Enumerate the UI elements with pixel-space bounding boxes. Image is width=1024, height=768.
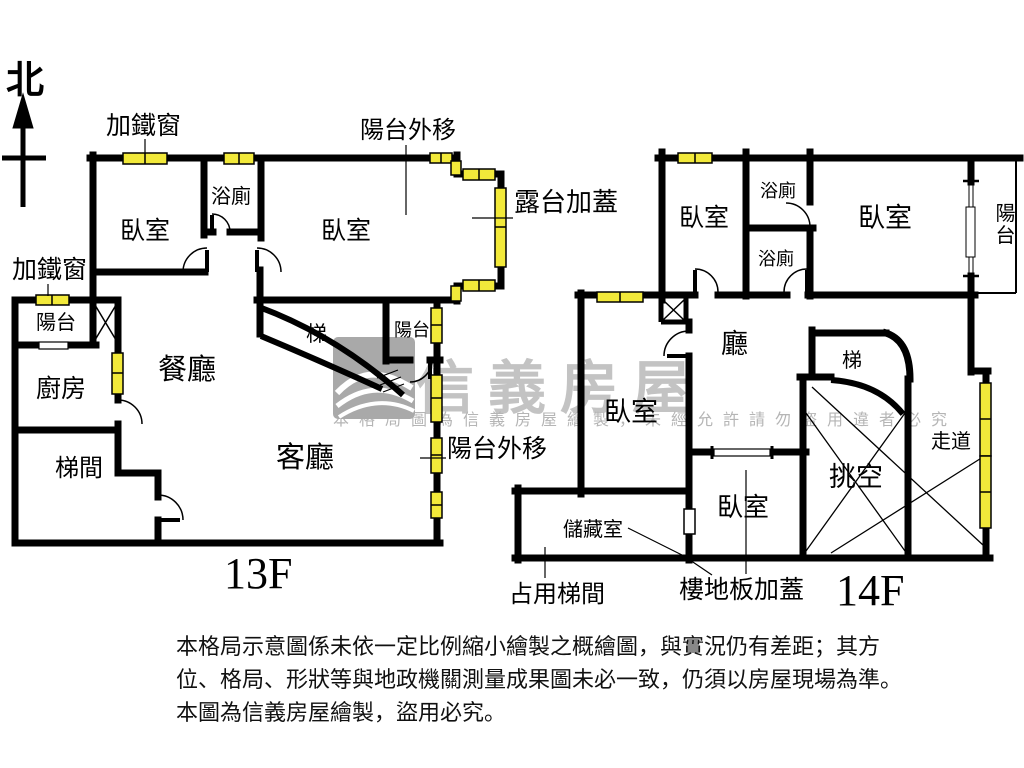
label-14f-occupied-stairwell: 占用梯間: [509, 582, 605, 608]
label-14f-stair: 梯: [842, 350, 862, 372]
disclaimer-line-3: 本圖為信義房屋繪製，盜用必究。: [176, 700, 507, 725]
label-13f-bathroom: 浴廁: [211, 186, 251, 208]
elevator-shaft-13f: [94, 304, 117, 341]
balcony-wall-14f: [963, 158, 1017, 294]
label-13f-kitchen: 廚房: [36, 376, 87, 403]
label-13f-dining: 餐廳: [158, 354, 217, 386]
label-14f-bedroom-mid-left: 臥室: [604, 397, 658, 427]
label-13f-bedroom-left: 臥室: [120, 218, 171, 245]
label-13f-balcony-shift-top: 陽台外移: [360, 118, 456, 144]
label-14f-bedroom-bottom: 臥室: [717, 493, 770, 522]
elevator-shaft-14f: [658, 297, 689, 325]
watermark-brand: 信義房屋: [416, 356, 705, 421]
label-14f-floor: 14F: [836, 566, 905, 615]
doors-13f: [117, 213, 433, 522]
windows-14f: [596, 152, 992, 529]
label-14f-bedroom-top-left: 臥室: [679, 205, 730, 232]
label-13f-floor: 13F: [224, 549, 293, 598]
watermark-notice: 本格局圖為信義房屋繪製，未經允許請勿盜用違者必究: [333, 412, 958, 429]
stairs-14f: [830, 377, 906, 416]
label-14f-void: 挑空: [829, 462, 883, 492]
compass-north-label: 北: [6, 60, 45, 102]
windows-13f: [35, 152, 507, 519]
disclaimer-line-1: 本格局示意圖係未依一定比例縮小繪製之概繪圖，與實況仍有差距；其方: [176, 634, 881, 659]
label-13f-terrace-capped: 露台加蓋: [514, 188, 619, 217]
openings-14f: [683, 448, 771, 535]
label-13f-iron-window-top: 加鐵窗: [106, 113, 182, 140]
north-arrow-icon: [2, 92, 46, 207]
label-13f-stairwell: 梯間: [55, 456, 103, 482]
label-13f-bedroom-right: 臥室: [321, 218, 372, 245]
walls-13f: [11, 151, 505, 547]
void-cross-lines-14f: [805, 386, 984, 554]
label-14f-hall: 廳: [721, 329, 748, 359]
label-13f-iron-window-left: 加鐵窗: [12, 257, 88, 284]
label-13f-balcony-mid: 陽台: [394, 320, 430, 340]
label-14f-bedroom-top-right: 臥室: [858, 203, 912, 233]
label-13f-balcony-shift-right: 陽台外移: [447, 436, 548, 463]
leader-lines-13f: [47, 139, 513, 459]
doors-14f: [663, 202, 811, 459]
label-14f-bath-lower: 浴廁: [758, 249, 794, 269]
disclaimer-text: 本格局示意圖係未依一定比例縮小繪製之概繪圖，與實況仍有差距；其方 位、格局、形狀…: [176, 630, 902, 729]
disclaimer-line-2: 位、格局、形狀等與地政機關測量成果圖未必一致，仍須以房屋現場為準。: [176, 667, 903, 692]
balcony-pane-13f: [38, 341, 69, 350]
label-14f-bath-upper: 浴廁: [760, 181, 796, 201]
label-14f-storage: 儲藏室: [563, 519, 623, 541]
label-13f-balcony-left: 陽台: [36, 312, 76, 334]
label-14f-floor-capped: 樓地板加蓋: [679, 577, 805, 604]
label-13f-stair: 梯: [306, 322, 327, 346]
label-13f-living: 客廳: [276, 442, 335, 474]
label-14f-corridor: 走道: [931, 431, 971, 453]
stairs-13f: [257, 304, 405, 398]
leader-lines-14f: [544, 470, 747, 578]
label-14f-balcony-right: 陽台: [995, 203, 1016, 248]
